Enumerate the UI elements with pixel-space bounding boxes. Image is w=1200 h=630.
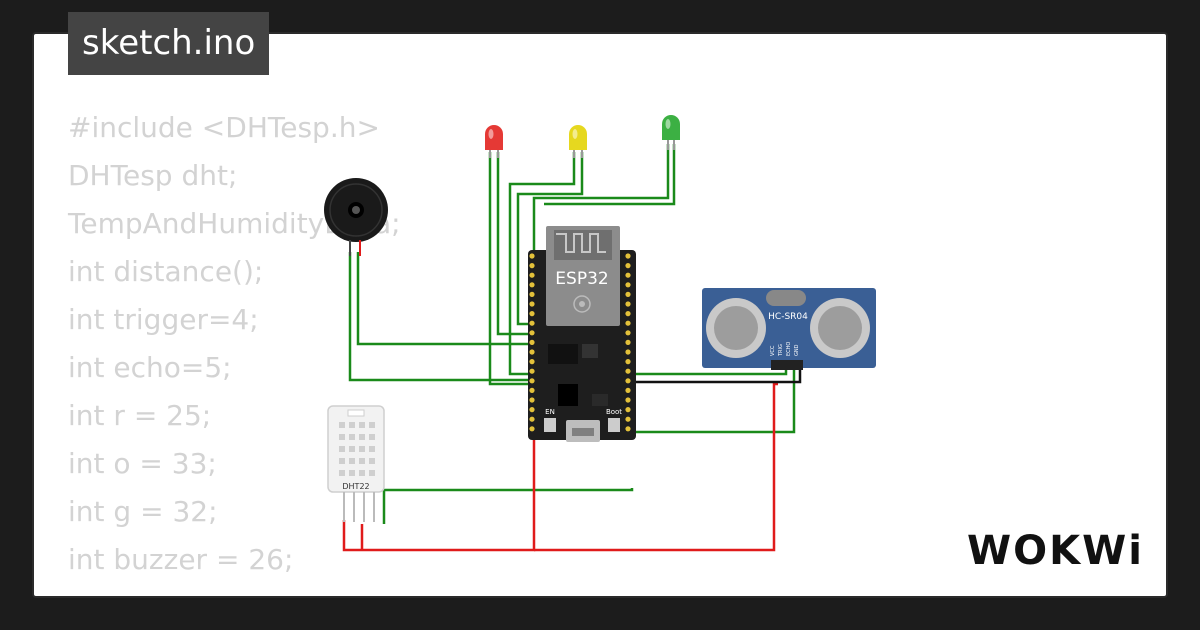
dht22-grille bbox=[339, 422, 375, 476]
header-pin bbox=[529, 291, 535, 297]
header-pin bbox=[625, 263, 631, 269]
code-line: int r = 25; bbox=[68, 399, 212, 432]
circuit-diagram: ESP32 EN Boot HC-SR04 VCC TRIG bbox=[324, 115, 876, 552]
header-pin bbox=[529, 301, 535, 307]
header-pin bbox=[529, 359, 535, 365]
header-pin bbox=[529, 368, 535, 374]
sensor-pin-echo: ECHO bbox=[786, 342, 792, 356]
header-pin bbox=[529, 282, 535, 288]
sensor-pin-vcc: VCC bbox=[770, 345, 776, 356]
header-pin bbox=[529, 253, 535, 259]
header-pin bbox=[625, 387, 631, 393]
code-line: int distance(); bbox=[68, 255, 264, 288]
buzzer[interactable] bbox=[324, 178, 388, 256]
preview-card: #include <DHTesp.h> DHTesp dht; TempAndH… bbox=[34, 34, 1166, 596]
header-pin bbox=[529, 339, 535, 345]
code-line: DHTesp dht; bbox=[68, 159, 238, 192]
led-red[interactable] bbox=[485, 125, 503, 158]
dht22-sensor[interactable]: DHT22 bbox=[327, 405, 385, 522]
green-wires bbox=[348, 144, 796, 524]
header-pin bbox=[529, 407, 535, 413]
header-pin bbox=[625, 311, 631, 317]
board-boot-label: Boot bbox=[606, 408, 622, 416]
board-label: ESP32 bbox=[555, 269, 608, 289]
code-background: #include <DHTesp.h> DHTesp dht; TempAndH… bbox=[68, 104, 401, 596]
header-pin bbox=[529, 378, 535, 384]
wokwi-logo: WOKWi bbox=[967, 528, 1144, 574]
header-pin bbox=[625, 397, 631, 403]
header-pin bbox=[625, 416, 631, 422]
header-pin bbox=[529, 416, 535, 422]
sensor-label: HC-SR04 bbox=[768, 312, 808, 322]
header-pin bbox=[625, 349, 631, 355]
header-pin bbox=[625, 378, 631, 384]
header-pin bbox=[625, 291, 631, 297]
sensor-pin-trig: TRIG bbox=[778, 344, 784, 357]
header-pin bbox=[625, 368, 631, 374]
esp32-pins bbox=[529, 253, 631, 432]
header-pin bbox=[625, 320, 631, 326]
code-line: void beep(); bbox=[68, 584, 401, 596]
esp32-board[interactable]: ESP32 EN Boot bbox=[528, 226, 636, 442]
header-pin bbox=[625, 301, 631, 307]
header-pin bbox=[529, 330, 535, 336]
red-wires bbox=[342, 382, 778, 552]
header-pin bbox=[625, 339, 631, 345]
code-line: #include <DHTesp.h> bbox=[68, 111, 380, 144]
sensor-pin-gnd: GND bbox=[794, 344, 800, 356]
code-line: int trigger=4; bbox=[68, 303, 259, 336]
header-pin bbox=[625, 330, 631, 336]
header-pin bbox=[529, 272, 535, 278]
header-pin bbox=[625, 407, 631, 413]
dht22-label: DHT22 bbox=[342, 482, 369, 491]
code-line: int g = 32; bbox=[68, 495, 218, 528]
header-pin bbox=[529, 387, 535, 393]
header-pin bbox=[625, 359, 631, 365]
header-pin bbox=[529, 349, 535, 355]
code-line: int buzzer = 26; bbox=[68, 543, 294, 576]
header-pin bbox=[625, 272, 631, 278]
header-pin bbox=[529, 426, 535, 432]
header-pin bbox=[529, 311, 535, 317]
header-pin bbox=[625, 282, 631, 288]
led-green[interactable] bbox=[662, 115, 680, 150]
editor-tab-sketch[interactable]: sketch.ino bbox=[68, 12, 270, 75]
led-yellow[interactable] bbox=[569, 125, 587, 158]
ultrasonic-sensor[interactable]: HC-SR04 VCC TRIG ECHO GND bbox=[702, 288, 876, 370]
header-pin bbox=[529, 397, 535, 403]
code-line: int echo=5; bbox=[68, 351, 232, 384]
header-pin bbox=[625, 253, 631, 259]
header-pin bbox=[529, 320, 535, 326]
board-en-label: EN bbox=[545, 408, 555, 416]
code-line: int o = 33; bbox=[68, 447, 217, 480]
header-pin bbox=[529, 263, 535, 269]
header-pin bbox=[625, 426, 631, 432]
